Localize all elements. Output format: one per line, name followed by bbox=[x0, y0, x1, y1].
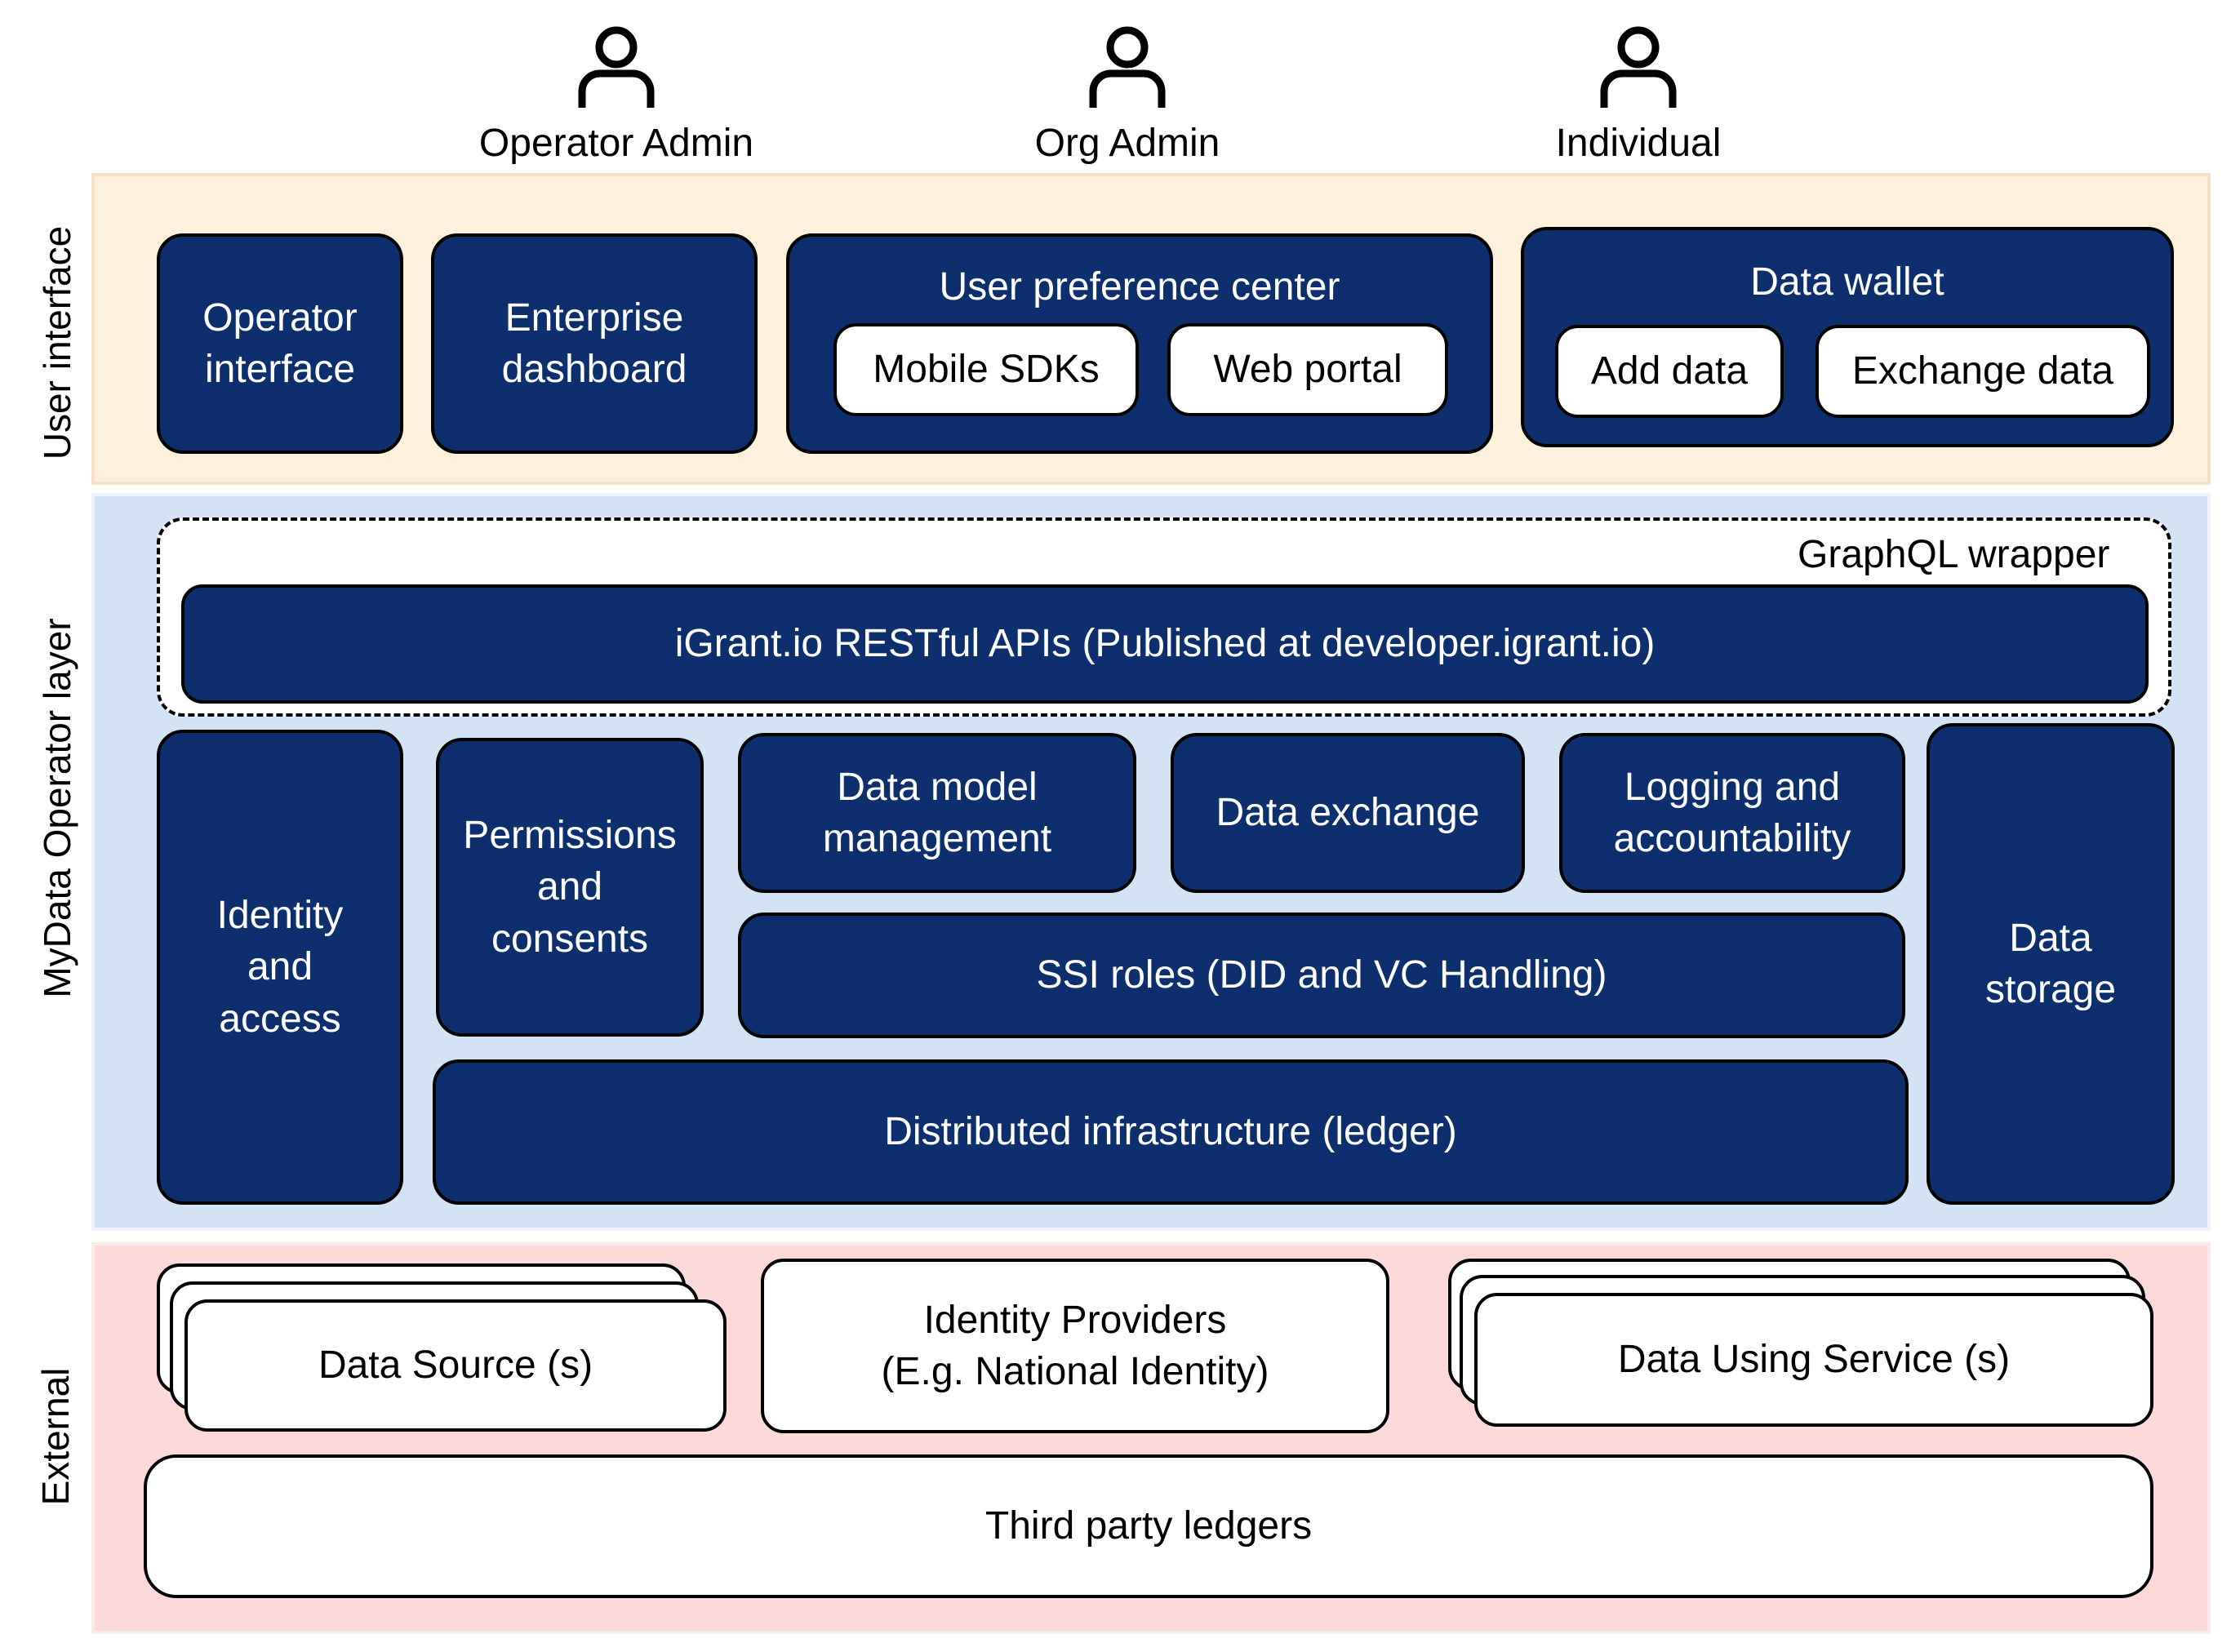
ssi-roles-box: SSI roles (DID and VC Handling) bbox=[738, 913, 1905, 1038]
enterprise-dashboard-box: Enterprise dashboard bbox=[431, 233, 758, 454]
actor-label: Individual bbox=[1555, 122, 1722, 165]
person-icon bbox=[1600, 26, 1677, 108]
identity-access-box: Identity and access bbox=[157, 730, 403, 1205]
actor-label: Org Admin bbox=[1034, 122, 1220, 165]
web-portal-box: Web portal bbox=[1167, 323, 1448, 416]
identity-providers-box: Identity Providers (E.g. National Identi… bbox=[761, 1259, 1389, 1433]
permissions-consents-box: Permissions and consents bbox=[436, 738, 704, 1037]
data-model-management-box: Data model management bbox=[738, 733, 1136, 893]
data-using-service-box: Data Using Service (s) bbox=[1474, 1293, 2153, 1427]
actor-org-admin: Org Admin bbox=[956, 23, 1299, 163]
data-storage-box: Data storage bbox=[1927, 723, 2175, 1205]
actor-individual: Individual bbox=[1467, 23, 1810, 163]
data-exchange-box: Data exchange bbox=[1171, 733, 1525, 893]
mobile-sdks-box: Mobile SDKs bbox=[833, 323, 1139, 416]
third-party-ledgers-box: Third party ledgers bbox=[144, 1454, 2153, 1598]
restful-apis-box: iGrant.io RESTful APIs (Published at dev… bbox=[181, 584, 2149, 704]
person-icon bbox=[578, 26, 655, 108]
exchange-data-box: Exchange data bbox=[1816, 325, 2150, 418]
actor-label: Operator Admin bbox=[478, 122, 754, 165]
data-wallet-title: Data wallet bbox=[1750, 260, 1944, 304]
user-preference-center-title: User preference center bbox=[939, 265, 1340, 309]
person-icon bbox=[1089, 26, 1166, 108]
graphql-wrapper-label: GraphQL wrapper bbox=[1798, 533, 2110, 576]
layer-label-user-interface: User interface bbox=[36, 225, 78, 460]
layer-label-external: External bbox=[34, 1367, 77, 1506]
operator-interface-box: Operator interface bbox=[157, 233, 403, 454]
add-data-box: Add data bbox=[1555, 325, 1784, 418]
distributed-infrastructure-box: Distributed infrastructure (ledger) bbox=[433, 1059, 1909, 1205]
data-source-box: Data Source (s) bbox=[184, 1299, 727, 1432]
logging-accountability-box: Logging and accountability bbox=[1559, 733, 1905, 893]
layer-label-operator: MyData Operator layer bbox=[36, 618, 78, 998]
actor-operator-admin: Operator Admin bbox=[445, 23, 788, 163]
